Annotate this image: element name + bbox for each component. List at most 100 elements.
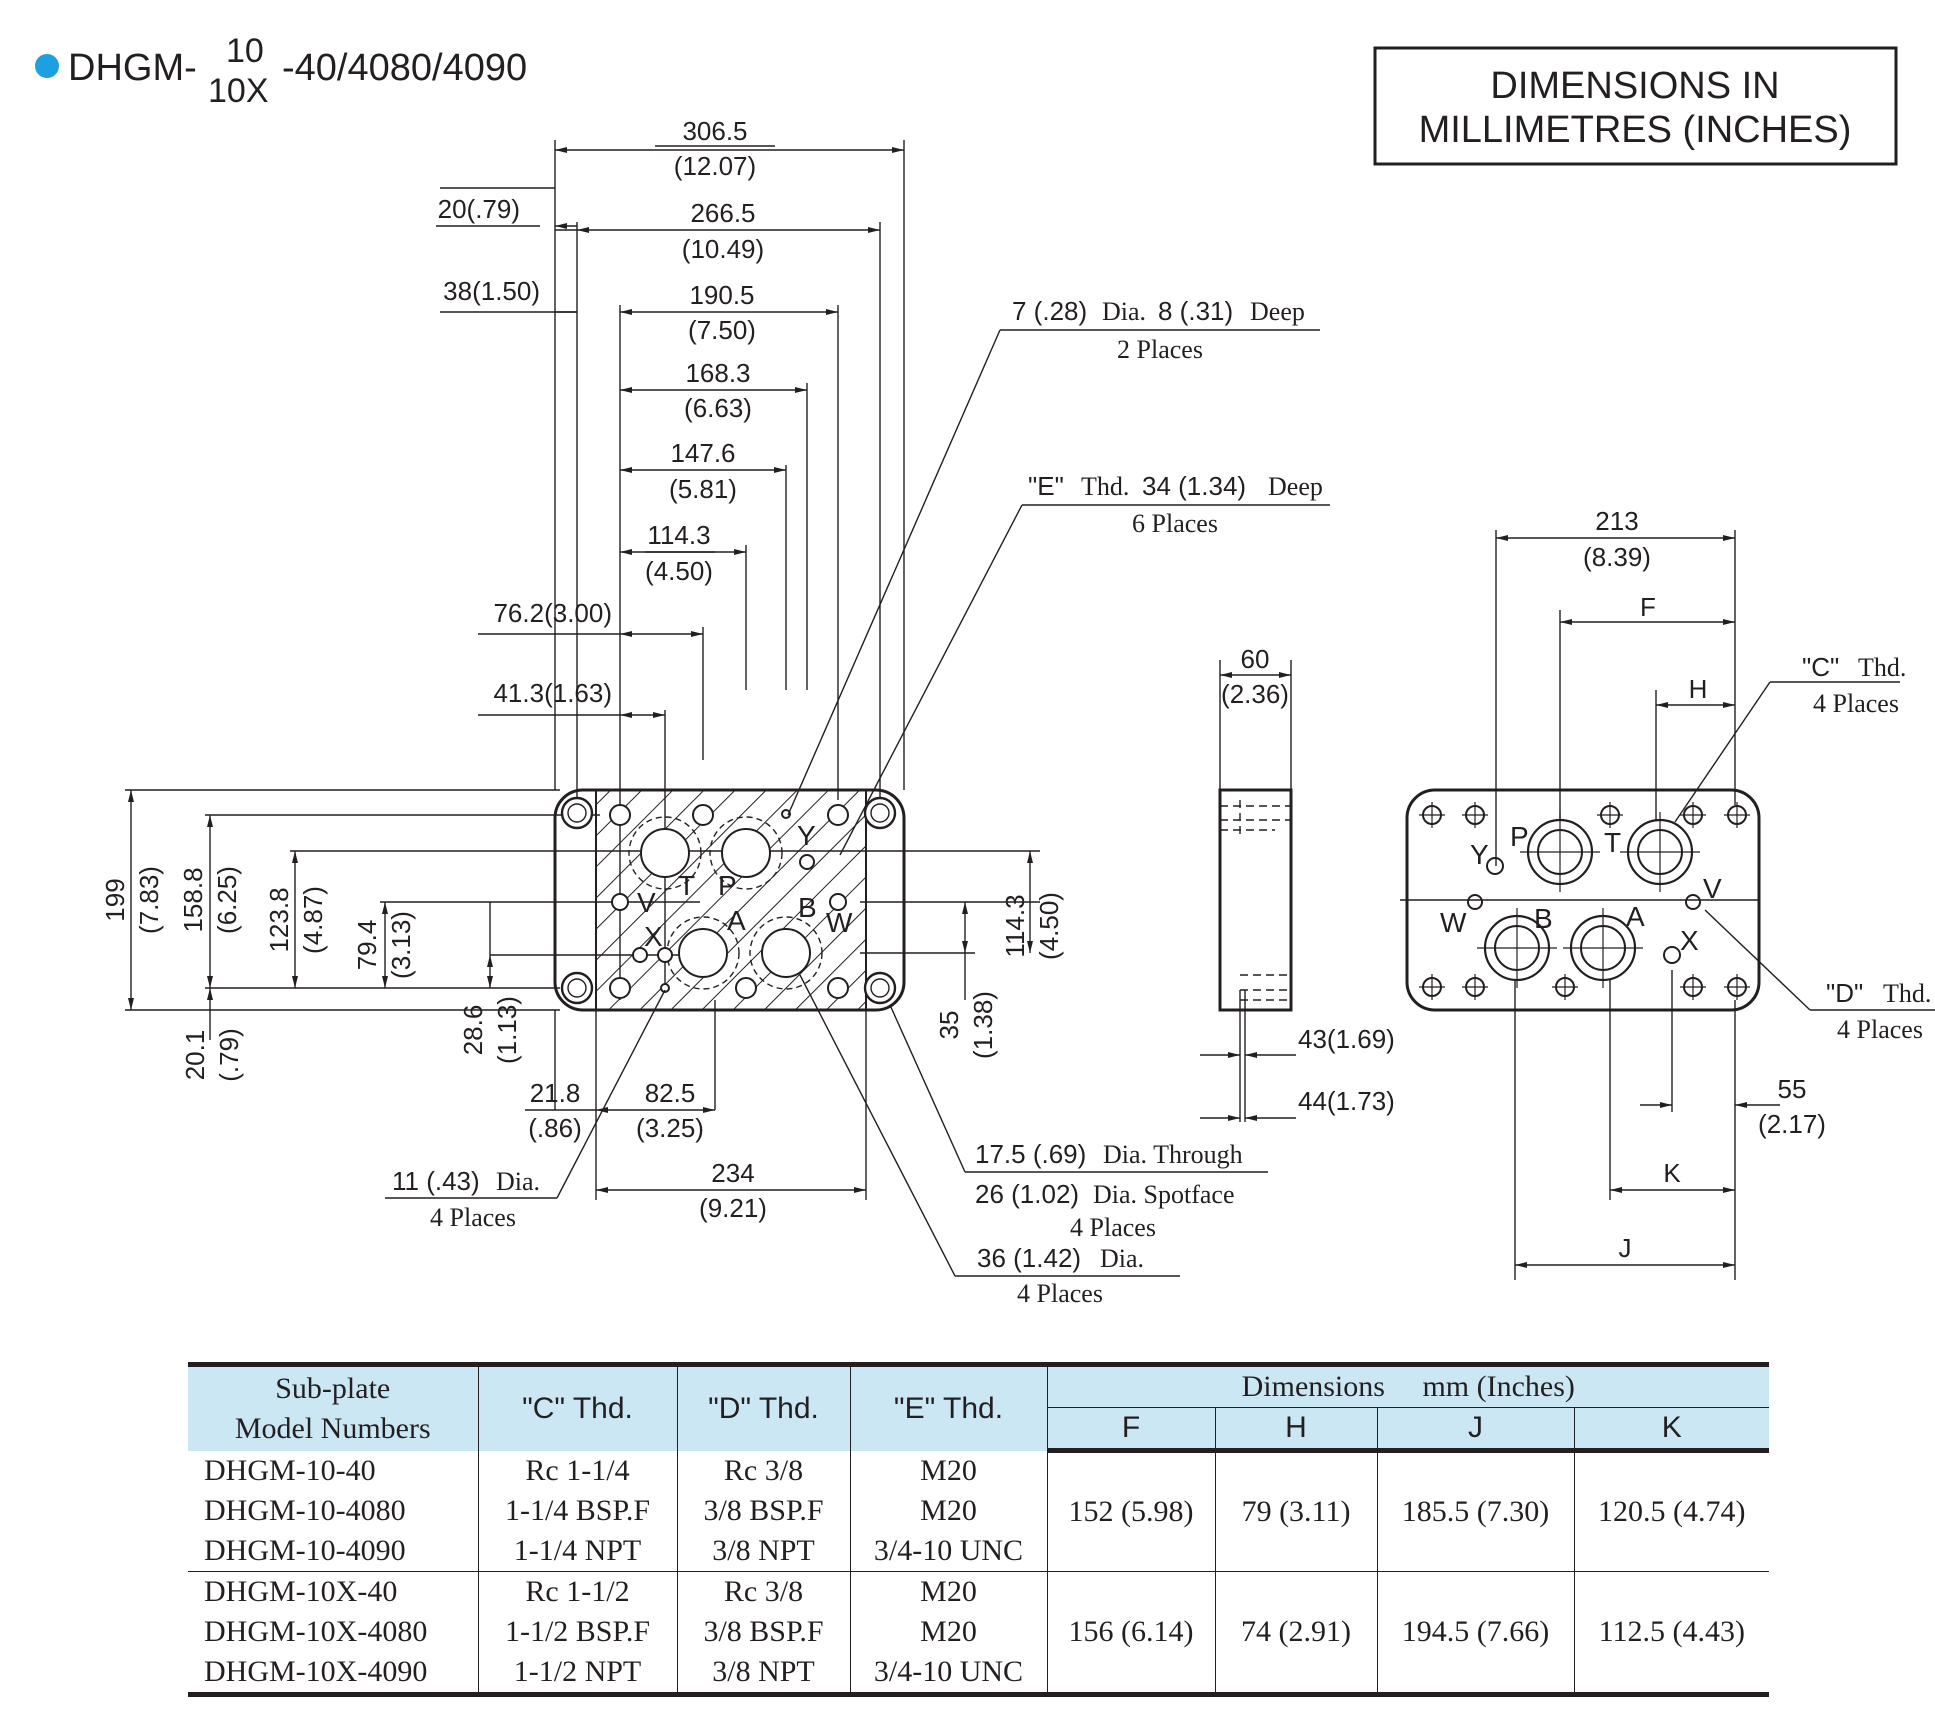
port-v-rear: V: [1703, 873, 1722, 904]
v-123-in: (4.87): [298, 886, 328, 954]
units-line1: DIMENSIONS IN: [1490, 65, 1779, 107]
dim-168-mm: 168.3: [685, 358, 750, 388]
row-c: 1-1/4 NPT: [477, 1530, 677, 1572]
side-view: 60 (2.36) 43(1.69) 44(1.73): [1200, 644, 1395, 1122]
offset-76: 76.2(3.00): [493, 598, 612, 628]
table-row: DHGM-10-4080 1-1/4 BSP.F 3/8 BSP.F M20: [188, 1490, 1769, 1531]
rear-k: K: [1663, 1158, 1681, 1188]
table-row: DHGM-10-40 Rc 1-1/4 Rc 3/8 M20 152 (5.98…: [188, 1450, 1769, 1572]
row-e: M20: [849, 1571, 1047, 1612]
v-79-mm: 79.4: [352, 920, 382, 971]
b-234-in: (9.21): [699, 1193, 767, 1223]
table-row: DHGM-10-4090 1-1/4 NPT 3/8 NPT 3/4-10 UN…: [188, 1530, 1769, 1572]
model-bottom: 10X: [208, 72, 269, 110]
side-d43: 43(1.69): [1298, 1024, 1395, 1054]
v-114-mm: 114.3: [1000, 894, 1030, 957]
dim-f-group2: 156 (6.14): [1046, 1571, 1215, 1697]
v-35-mm: 35: [934, 1011, 964, 1040]
hole11-text: Dia.: [496, 1167, 540, 1196]
row-model: DHGM-10X-4080: [204, 1614, 428, 1648]
row-c: 1-1/2 NPT: [477, 1651, 677, 1697]
port-p-front: P: [718, 870, 737, 901]
row-c: 1-1/4 BSP.F: [477, 1490, 677, 1531]
through-text2: Dia. Spotface: [1093, 1180, 1235, 1209]
through-size1: 17.5 (.69): [975, 1139, 1086, 1169]
header-j: J: [1376, 1407, 1574, 1453]
extension-lines: [125, 140, 1040, 1200]
dim-168-in: (6.63): [684, 393, 752, 423]
port-b-front: B: [798, 892, 817, 923]
row-e: M20: [849, 1490, 1047, 1531]
v-123-mm: 123.8: [264, 887, 294, 952]
port-t-rear: T: [1604, 827, 1621, 858]
dia36-places: 4 Places: [1017, 1279, 1103, 1308]
rear-view: Y P T V W B A X 213 (8.39) F H K J 55 (2…: [1400, 506, 1935, 1280]
port-a-rear: A: [1626, 901, 1645, 932]
rear-55-in: (2.17): [1758, 1109, 1826, 1139]
dim-306-mm: 306.5: [682, 116, 747, 146]
row-d: 3/8 NPT: [676, 1651, 850, 1697]
threadE-depth: 34 (1.34): [1142, 471, 1246, 501]
port-a-front: A: [727, 905, 746, 936]
table-row: DHGM-10X-4080 1-1/2 BSP.F 3/8 BSP.F M20: [188, 1611, 1769, 1652]
dim-114-in: (4.50): [645, 556, 713, 586]
row-d: 3/8 NPT: [676, 1530, 850, 1572]
dim-266-in: (10.49): [682, 234, 764, 264]
hole7-text: Dia.: [1102, 297, 1146, 326]
row-model: DHGM-10-40: [204, 1453, 376, 1487]
threadD-text: Thd.: [1883, 979, 1931, 1008]
header-model: Sub-plate Model Numbers: [188, 1362, 478, 1451]
port-x-rear: X: [1680, 925, 1699, 956]
rear-55-mm: 55: [1778, 1074, 1807, 1104]
model-suffix: -40/4080/4090: [282, 47, 527, 89]
v-28-mm: 28.6: [458, 1005, 488, 1056]
row-model: DHGM-10X-40: [204, 1574, 398, 1608]
model-prefix: DHGM-: [68, 47, 197, 89]
row-c: Rc 1-1/2: [477, 1571, 677, 1612]
row-e: 3/4-10 UNC: [849, 1651, 1047, 1697]
v-28-in: (1.13): [492, 996, 522, 1064]
through-text1: Dia. Through: [1103, 1140, 1243, 1169]
dim-k-group2: 112.5 (4.43): [1573, 1571, 1769, 1697]
dim-114-mm: 114.3: [647, 520, 710, 550]
dim-j-group1: 185.5 (7.30): [1376, 1450, 1574, 1572]
threadD-places: 4 Places: [1837, 1015, 1923, 1044]
hole7-size: 7 (.28): [1012, 296, 1087, 326]
v-20-mm: 20.1: [180, 1030, 210, 1081]
dim-190-in: (7.50): [688, 315, 756, 345]
spec-table: Sub-plate Model Numbers "C" Thd. "D" Thd…: [188, 1362, 1769, 1697]
row-d: Rc 3/8: [676, 1450, 850, 1491]
hole11-places: 4 Places: [430, 1203, 516, 1232]
header-model-line1: Sub-plate: [275, 1371, 391, 1405]
title-bullet: [35, 54, 59, 78]
dim-f-group1: 152 (5.98): [1046, 1450, 1215, 1572]
rear-w-mm: 213: [1595, 506, 1638, 536]
threadC-label: "C": [1802, 652, 1839, 682]
callout-threadE: "E" Thd. 34 (1.34) Deep 6 Places: [839, 471, 1330, 856]
row-model: DHGM-10X-4090: [188, 1651, 478, 1697]
dim-j-group2: 194.5 (7.66): [1376, 1571, 1574, 1697]
row-d: 3/8 BSP.F: [676, 1611, 850, 1652]
header-dimensions: Dimensions mm (Inches): [1046, 1362, 1769, 1408]
hole7-deep: Deep: [1250, 297, 1305, 326]
rear-j: J: [1619, 1233, 1632, 1263]
dimension-drawing: DHGM- 10 10X -40/4080/4090 DIMENSIONS IN…: [35, 32, 1935, 1308]
v-199-in: (7.83): [134, 866, 164, 934]
model-top: 10: [226, 32, 264, 70]
threadC-places: 4 Places: [1813, 689, 1899, 718]
header-d-thd: "D" Thd.: [676, 1362, 850, 1451]
callout-hole7: 7 (.28) Dia. 8 (.31) Deep 2 Places: [787, 296, 1320, 816]
row-model: DHGM-10-4080: [204, 1493, 406, 1527]
row-c: Rc 1-1/4: [477, 1450, 677, 1491]
dim-h-group1: 79 (3.11): [1214, 1450, 1377, 1572]
dia36-size: 36 (1.42): [977, 1243, 1081, 1273]
threadE-places: 6 Places: [1132, 509, 1218, 538]
dim-190-mm: 190.5: [689, 280, 754, 310]
hole7-depth: 8 (.31): [1158, 296, 1233, 326]
row-c: 1-1/2 BSP.F: [477, 1611, 677, 1652]
threadE-deep: Deep: [1268, 472, 1323, 501]
through-places: 4 Places: [1070, 1213, 1156, 1242]
offset-20: 20(.79): [438, 194, 520, 224]
side-width-mm: 60: [1241, 644, 1270, 674]
port-t-front: T: [678, 870, 695, 901]
